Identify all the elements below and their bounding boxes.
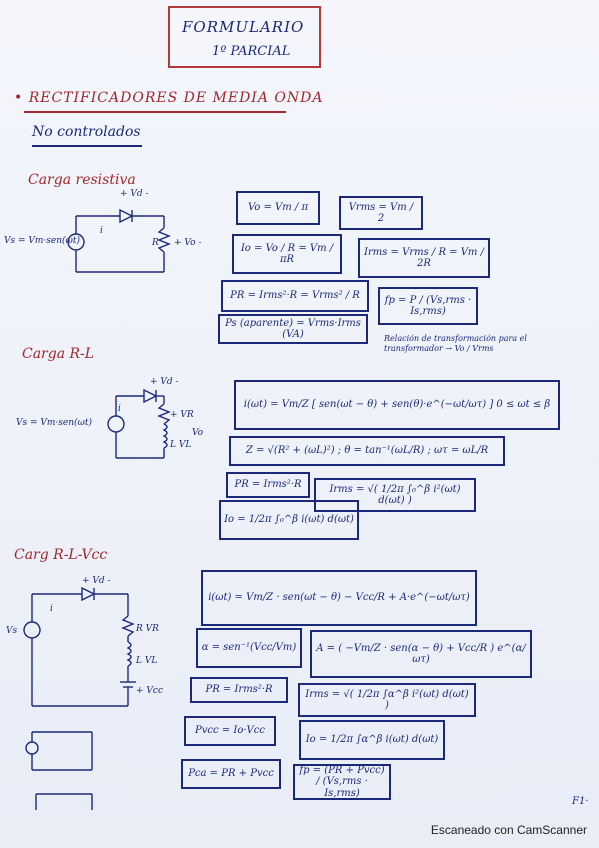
formula-alpha: α = sen⁻¹(Vcc/Vm) xyxy=(196,628,302,668)
rlvcc-title: Carg R-L-Vcc xyxy=(14,547,108,563)
title-line-2: 1º PARCIAL xyxy=(212,44,291,59)
formula-vo: Vo = Vm / π xyxy=(236,191,320,225)
rlvcc-vd-label: + Vd - xyxy=(82,576,111,586)
heading-underline xyxy=(24,111,286,113)
rl-vo-label: Vo xyxy=(192,428,204,438)
formula-rlvcc-fp: fp = (PR + Pvcc) / (Vs,rms · Is,rms) xyxy=(293,764,391,800)
rlvcc-vl-label: L VL xyxy=(136,656,158,666)
resistive-vd-label: + Vd - xyxy=(120,189,149,199)
resistive-r-label: R xyxy=(152,238,159,248)
formula-rlvcc-current: i(ωt) = Vm/Z · sen(ωt − θ) − Vcc/R + A·e… xyxy=(201,570,477,626)
rlvcc-circuit-diagram xyxy=(23,586,136,707)
subheading-underline xyxy=(32,145,142,147)
formula-vrms: Vrms = Vm / 2 xyxy=(339,196,423,230)
formula-pca: Pca = PR + Pvcc xyxy=(181,759,281,789)
resistive-circuit-diagram xyxy=(67,208,171,273)
rlvcc-current-label: i xyxy=(50,604,53,614)
formula-io: Io = Vo / R = Vm / πR xyxy=(232,234,342,274)
formula-ps: Ps (aparente) = Vrms·Irms (VA) xyxy=(218,314,368,344)
title-box: FORMULARIO 1º PARCIAL xyxy=(168,6,321,68)
resistive-title: Carga resistiva xyxy=(28,172,136,188)
resistive-current-label: i xyxy=(100,226,103,236)
formula-rl-io: Io = 1/2π ∫₀^β i(ωt) d(ωt) xyxy=(219,500,359,540)
formula-a-constant: A = ( −Vm/Z · sen(α − θ) + Vcc/R ) e^(α/… xyxy=(310,630,532,678)
camscanner-footer: Escaneado con CamScanner xyxy=(430,823,587,837)
rlvcc-vcc-label: + Vcc xyxy=(136,686,163,696)
section-heading: • RECTIFICADORES DE MEDIA ONDA xyxy=(14,90,324,106)
rlvcc-vs-label: Vs xyxy=(6,626,18,636)
formula-rl-impedance: Z = √(R² + (ωL)²) ; θ = tan⁻¹(ωL/R) ; ωτ… xyxy=(229,436,505,466)
formula-pr: PR = Irms²·R = Vrms² / R xyxy=(221,280,369,312)
rl-title: Carga R-L xyxy=(22,346,95,362)
formula-rlvcc-irms: Irms = √( 1/2π ∫α^β i²(ωt) d(ωt) ) xyxy=(298,683,476,717)
title-line-1: FORMULARIO xyxy=(182,18,305,36)
transformer-note: Relación de transformación para el trans… xyxy=(384,334,527,354)
rl-current-label: i xyxy=(118,404,121,414)
formula-rl-irms: Irms = √( 1/2π ∫₀^β i²(ωt) d(ωt) ) xyxy=(314,478,476,512)
formula-rlvcc-pr: PR = Irms²·R xyxy=(190,677,288,703)
rl-vd-label: + Vd - xyxy=(150,377,179,387)
small-circuit-sketches xyxy=(25,731,93,810)
rl-circuit-diagram xyxy=(107,388,171,459)
rl-vs-label: Vs = Vm·sen(ωt) xyxy=(16,418,92,428)
subheading: No controlados xyxy=(32,124,141,140)
rlvcc-vr-label: R VR xyxy=(136,624,159,634)
formula-fp: fp = P / (Vs,rms · Is,rms) xyxy=(378,287,478,325)
rl-vr-label: + VR xyxy=(170,410,194,420)
formula-rl-pr: PR = Irms²·R xyxy=(226,472,310,498)
formula-rlvcc-io: Io = 1/2π ∫α^β i(ωt) d(ωt) xyxy=(299,720,445,760)
rl-vl-label: L VL xyxy=(170,440,192,450)
resistive-vs-label: Vs = Vm·sen(ωt) xyxy=(4,236,80,246)
formula-rl-current: i(ωt) = Vm/Z [ sen(ωt − θ) + sen(θ)·e^(−… xyxy=(234,380,560,430)
resistive-vo-label: + Vo - xyxy=(174,238,202,248)
formula-pvcc: Pvcc = Io·Vcc xyxy=(184,716,276,746)
formula-irms: Irms = Vrms / R = Vm / 2R xyxy=(358,238,490,278)
page-number: F1· xyxy=(572,796,589,807)
